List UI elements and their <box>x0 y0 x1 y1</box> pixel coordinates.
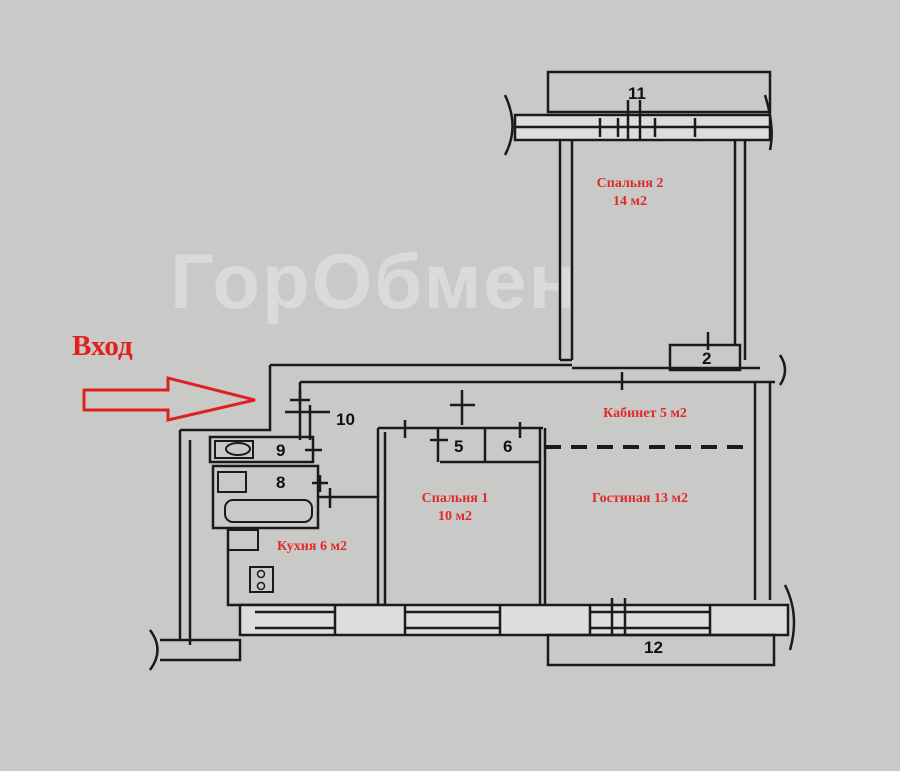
window-bottom <box>238 603 790 637</box>
window-top-frames <box>515 100 770 140</box>
entry-arrow-icon <box>82 376 256 422</box>
balcony-top <box>546 70 772 114</box>
sink-icon <box>217 471 247 493</box>
bathtub-icon <box>224 499 313 523</box>
room-living: Гостиная 13 м2 <box>591 491 688 506</box>
toilet-bowl-icon <box>225 442 251 456</box>
door-marks-2 <box>403 420 522 442</box>
room-bedroom2: Спальня 2 14 м2 <box>585 175 675 211</box>
label-5: 5 <box>454 437 464 456</box>
toilet-icon <box>214 440 254 459</box>
bathroom <box>211 464 320 530</box>
room-study: Кабинет 5 м2 <box>603 406 687 421</box>
burner-icon <box>256 569 266 579</box>
room-bedroom1: Спальня 1 10 м2 <box>400 490 510 526</box>
door-marks <box>450 372 624 425</box>
label-6: 6 <box>503 437 513 456</box>
room-kitchen: Кухня 6 м2 <box>277 539 347 554</box>
stove-icon <box>249 566 274 593</box>
watermark: ГорОбмен <box>170 237 578 325</box>
wall-curve <box>503 94 773 156</box>
bedroom1-area: 10 м2 <box>437 509 473 524</box>
entry-label: Вход <box>72 330 133 362</box>
label-9: 9 <box>276 441 286 460</box>
bedroom2-area: 14 м2 <box>612 194 648 209</box>
bedroom1-walls <box>376 426 543 605</box>
label-11: 11 <box>628 84 646 103</box>
burner-icon <box>256 581 266 591</box>
label-8: 8 <box>276 473 286 492</box>
right-walls <box>538 382 772 605</box>
room-2 <box>668 343 742 372</box>
bedroom2-name: Спальня 2 <box>596 176 664 191</box>
label-2: 2 <box>702 349 712 368</box>
wing-walls <box>558 140 747 362</box>
kitchen-sink-icon <box>227 529 259 551</box>
bedroom1-name: Спальня 1 <box>421 491 489 506</box>
label-10: 10 <box>336 410 355 429</box>
balcony-bottom <box>546 633 776 667</box>
door-mark-8 <box>312 475 378 508</box>
hall-walls <box>148 390 330 671</box>
window-bottom-frames <box>255 584 796 651</box>
label-12: 12 <box>644 638 663 657</box>
